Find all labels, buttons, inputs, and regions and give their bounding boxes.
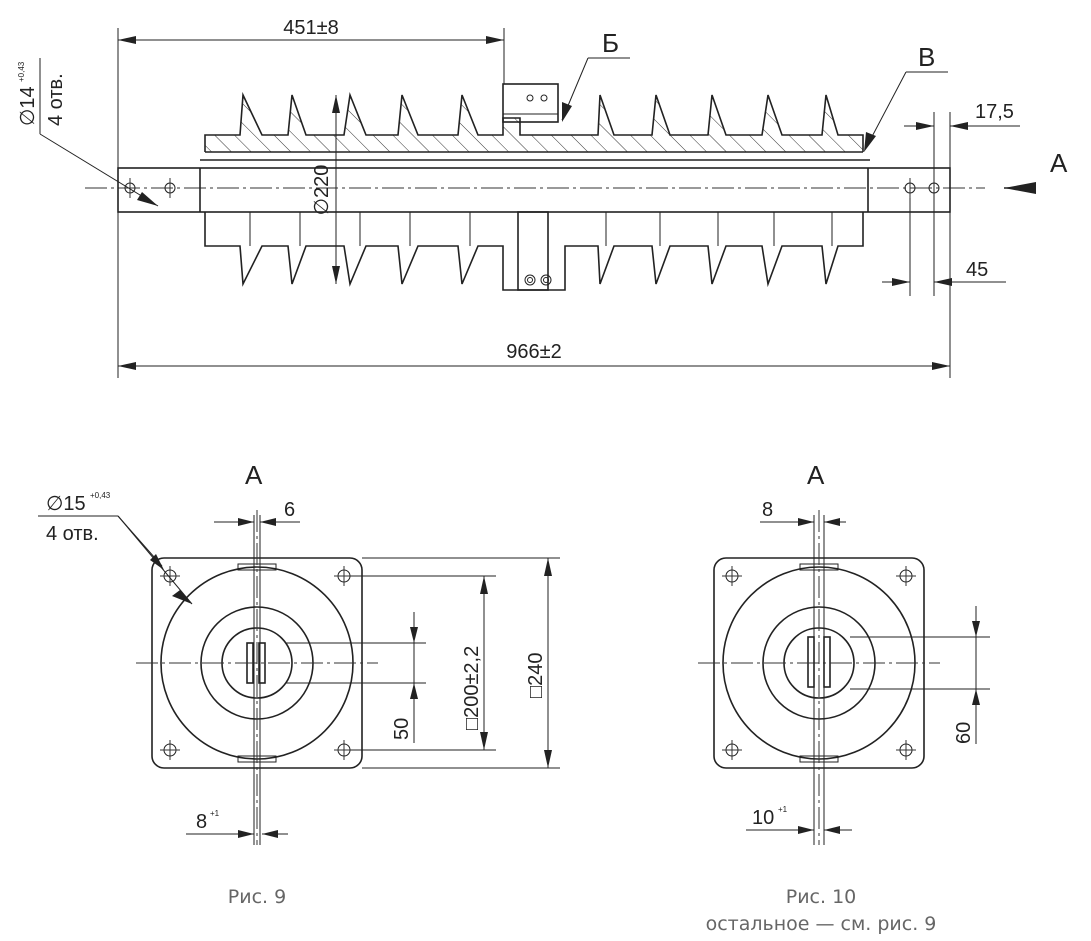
fig10-view: А 8 10 +1 — [698, 460, 990, 935]
dimension-966: 966±2 — [117, 212, 951, 378]
callout-b: Б — [561, 28, 630, 122]
fig9-dim-200: □200±2,2 — [461, 646, 483, 730]
dimension-451: 451±8 — [117, 17, 505, 168]
fig9-dim-50: 50 — [391, 718, 413, 740]
mounting-bar — [117, 167, 951, 213]
label-b: Б — [602, 28, 619, 58]
side-view: 451±8 966±2 ∅220 17,5 — [17, 17, 1068, 378]
holes-dia-text: ∅14 — [17, 86, 39, 126]
fig9-dim-8: 8 — [196, 811, 207, 833]
fig9-holes-count: 4 отв. — [46, 523, 99, 545]
callout-v: В — [864, 42, 948, 152]
fig10-dim-10-tol: +1 — [778, 805, 788, 814]
terminal-bolt — [540, 94, 548, 102]
dimension-17-5: 17,5 — [904, 101, 1020, 296]
fig9-view-label: А — [245, 460, 263, 490]
holes-tol-text: +0,43 — [17, 61, 26, 82]
fig10-dim-10: 10 — [752, 807, 774, 829]
fig10-caption-1: Рис. 10 — [786, 886, 857, 908]
view-arrow-label: А — [1050, 148, 1068, 178]
fig10-view-label: А — [807, 460, 825, 490]
fig9-holes-callout: ∅15 +0,43 4 отв. — [38, 491, 193, 605]
fig9-dim-240: □240 — [525, 653, 547, 698]
dim-966-text: 966±2 — [506, 341, 561, 363]
holes-callout-top: ∅14 +0,43 4 отв. — [17, 58, 159, 207]
label-v: В — [918, 42, 935, 72]
dim-17-5-text: 17,5 — [975, 101, 1014, 123]
holes-count-text: 4 отв. — [45, 73, 67, 126]
fig9-dim-8-tol: +1 — [210, 809, 220, 818]
terminal-bolt — [524, 274, 536, 286]
fig9-holes-tol: +0,43 — [90, 491, 111, 500]
fig10-dim-8: 8 — [762, 499, 773, 521]
lower-body — [204, 211, 864, 291]
top-terminal — [502, 83, 559, 123]
terminal-bolt — [526, 94, 534, 102]
fig9-view: А 6 8 +1 — [38, 460, 560, 908]
fig9-holes-dia: ∅15 — [46, 493, 86, 515]
view-a-arrow: А — [1004, 148, 1068, 194]
upper-section — [204, 83, 864, 153]
dimension-45: 45 — [882, 198, 1006, 296]
fig10-dim-60: 60 — [953, 722, 975, 744]
dim-451-text: 451±8 — [283, 17, 338, 39]
terminal-bolt — [540, 274, 552, 286]
fig9-caption: Рис. 9 — [228, 886, 286, 908]
fig10-caption-2: остальное — см. рис. 9 — [706, 913, 937, 935]
fig9-dim-6: 6 — [284, 499, 295, 521]
dim-220-text: ∅220 — [311, 165, 333, 216]
dim-45-text: 45 — [966, 259, 988, 281]
dimension-220: ∅220 — [311, 95, 340, 284]
